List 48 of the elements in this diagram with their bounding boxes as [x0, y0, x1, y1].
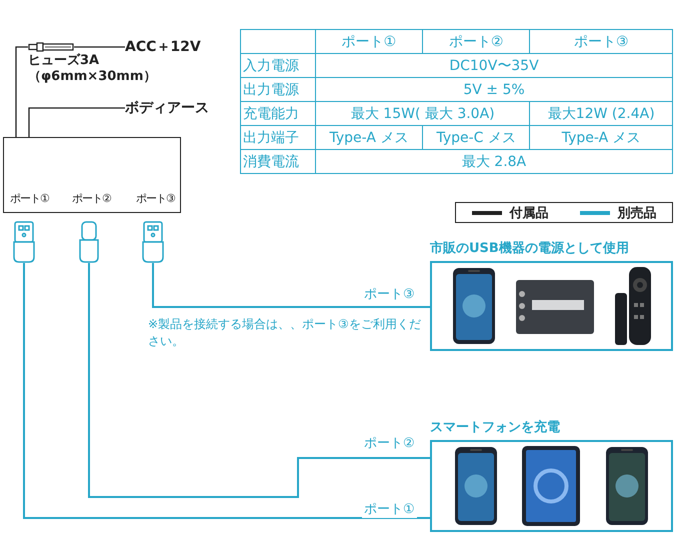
table-cell: 消費電流 [240, 150, 316, 174]
cable-line [88, 263, 430, 498]
edge-label: ポート① [362, 500, 417, 518]
wire-line [28, 107, 125, 137]
table-cell: Type-A メス [530, 126, 672, 150]
cable-line [23, 263, 430, 519]
fuse-caption: ヒューズ3A （φ6mm×30mm） [28, 53, 158, 85]
wire-line [74, 46, 125, 48]
device-group [430, 239, 673, 351]
edge-label: ポート③ [362, 285, 417, 303]
phone-drawing [604, 445, 650, 527]
control-unit-box [3, 137, 181, 213]
table-cell: 出力端子 [240, 126, 316, 150]
table-cell: 出力電源 [240, 78, 316, 102]
group-heading: 市販のUSB機器の電源として使用 [430, 240, 629, 257]
table-cell: 5V ± 5% [316, 78, 672, 102]
device-group [430, 418, 673, 532]
usb-c-plug-icon [79, 221, 99, 263]
legend-label: 別売品 [618, 204, 656, 222]
group-heading: スマートフォンを充電 [430, 418, 560, 436]
port-label: ポート① [10, 191, 49, 206]
tablet-drawing [520, 444, 582, 528]
table-cell: 入力電源 [240, 54, 316, 78]
table-cell: DC10V〜35V [316, 54, 672, 78]
table-cell: ポート① [316, 30, 422, 54]
wire-label: ACC＋12V [125, 38, 201, 56]
legend-label: 付属品 [510, 204, 548, 222]
table-cell: ポート③ [530, 30, 672, 54]
table-cell: Type-C メス [422, 126, 530, 150]
fuse-icon [28, 41, 74, 53]
cable-line [152, 263, 430, 308]
table-cell: 充電能力 [240, 102, 316, 126]
table-cell: 最大 15W( 最大 3.0A) [316, 102, 530, 126]
usb-a-plug-icon [13, 221, 35, 263]
wire-line [15, 46, 28, 137]
table-cell: 最大 2.8A [316, 150, 672, 174]
edge-label: ポート② [362, 434, 417, 452]
phone-drawing [452, 445, 499, 527]
wire-label: ボディアース [125, 99, 209, 117]
port-label: ポート③ [136, 191, 175, 206]
remote-and-stick-drawing [612, 265, 652, 347]
usb-a-plug-icon [142, 221, 164, 263]
phone-drawing [450, 266, 496, 346]
table-cell: 最大12W (2.4A) [530, 102, 672, 126]
table-cell: Type-A メス [316, 126, 422, 150]
table-cell: ポート② [422, 30, 530, 54]
port-label: ポート② [72, 191, 111, 206]
usage-note: ※製品を接続する場合は、、ポート③をご利用ください。 [148, 316, 422, 350]
